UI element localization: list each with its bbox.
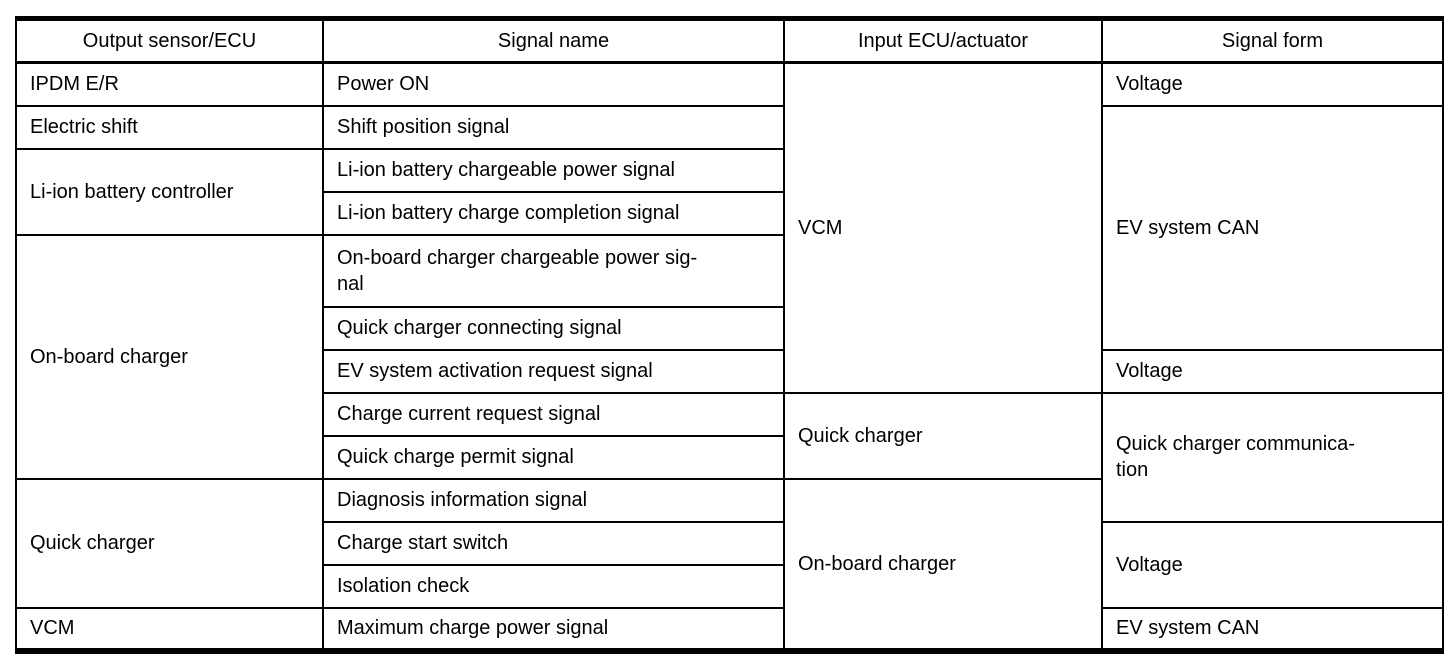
cell-signal: Li-ion battery charge completion signal xyxy=(322,190,785,236)
cell-signal: Charge current request signal xyxy=(322,391,785,437)
cell-signal: Li-ion battery chargeable power signal xyxy=(322,147,785,193)
table-row: Isolation check xyxy=(16,563,1443,609)
cell-signal: Power ON xyxy=(322,61,785,107)
cell-signal: Shift position signal xyxy=(322,104,785,150)
header-signal-form: Signal form xyxy=(1101,16,1444,64)
cell-form: EV system CAN xyxy=(1101,104,1444,351)
table-row: EV system activation request signal Volt… xyxy=(16,348,1444,394)
header-signal-name: Signal name xyxy=(322,16,785,64)
header-output-sensor-ecu: Output sensor/ECU xyxy=(15,16,324,64)
table-row: On-board charger On-board charger charge… xyxy=(15,233,1443,480)
signal-reference-table: Output sensor/ECU Signal name Input ECU/… xyxy=(15,16,1444,654)
cell-signal: On-board charger chargeable power sig- n… xyxy=(322,233,785,308)
cell-signal: Quick charger connecting signal xyxy=(322,305,785,351)
header-row: Output sensor/ECU Signal name Input ECU/… xyxy=(15,16,1444,64)
table-row: Electric shift Shift position signal EV … xyxy=(15,104,1444,351)
table-row: IPDM E/R Power ON VCM Voltage xyxy=(15,61,1444,394)
cell-form: Voltage xyxy=(1101,520,1444,609)
cell-signal: Isolation check xyxy=(322,563,785,609)
cell-form: Quick charger communica- tion xyxy=(1101,391,1444,523)
table-row: Charge start switch Voltage xyxy=(16,520,1444,609)
cell-signal: Diagnosis information signal xyxy=(322,477,785,523)
table-row: VCM Maximum charge power signal EV syste… xyxy=(15,606,1444,652)
cell-input: VCM xyxy=(783,61,1103,394)
cell-signal: Charge start switch xyxy=(322,520,785,566)
cell-output: Electric shift xyxy=(15,104,324,150)
cell-signal: Quick charge permit signal xyxy=(322,434,785,480)
cell-input: Quick charger xyxy=(783,391,1103,480)
table-row: Quick charger connecting signal xyxy=(16,305,1443,351)
cell-output: On-board charger xyxy=(15,233,324,480)
table-row: Li-ion battery charge completion signal xyxy=(16,190,1443,236)
cell-output: Li-ion battery controller xyxy=(15,147,324,236)
cell-output: Quick charger xyxy=(15,477,324,609)
table-row: Charge current request signal Quick char… xyxy=(16,391,1444,523)
cell-form: Voltage xyxy=(1101,61,1444,107)
table-row: Quick charge permit signal xyxy=(16,434,1443,480)
cell-output: VCM xyxy=(15,606,324,652)
table-row: Li-ion battery controller Li-ion battery… xyxy=(15,147,1443,236)
cell-signal: EV system activation request signal xyxy=(322,348,785,394)
cell-form: EV system CAN xyxy=(1101,606,1444,652)
cell-input: On-board charger xyxy=(783,477,1103,652)
header-input-ecu-actuator: Input ECU/actuator xyxy=(783,16,1103,64)
table-row: Quick charger Diagnosis information sign… xyxy=(15,477,1443,652)
cell-output: IPDM E/R xyxy=(15,61,324,107)
cell-signal: Maximum charge power signal xyxy=(322,606,785,652)
cell-form: Voltage xyxy=(1101,348,1444,394)
